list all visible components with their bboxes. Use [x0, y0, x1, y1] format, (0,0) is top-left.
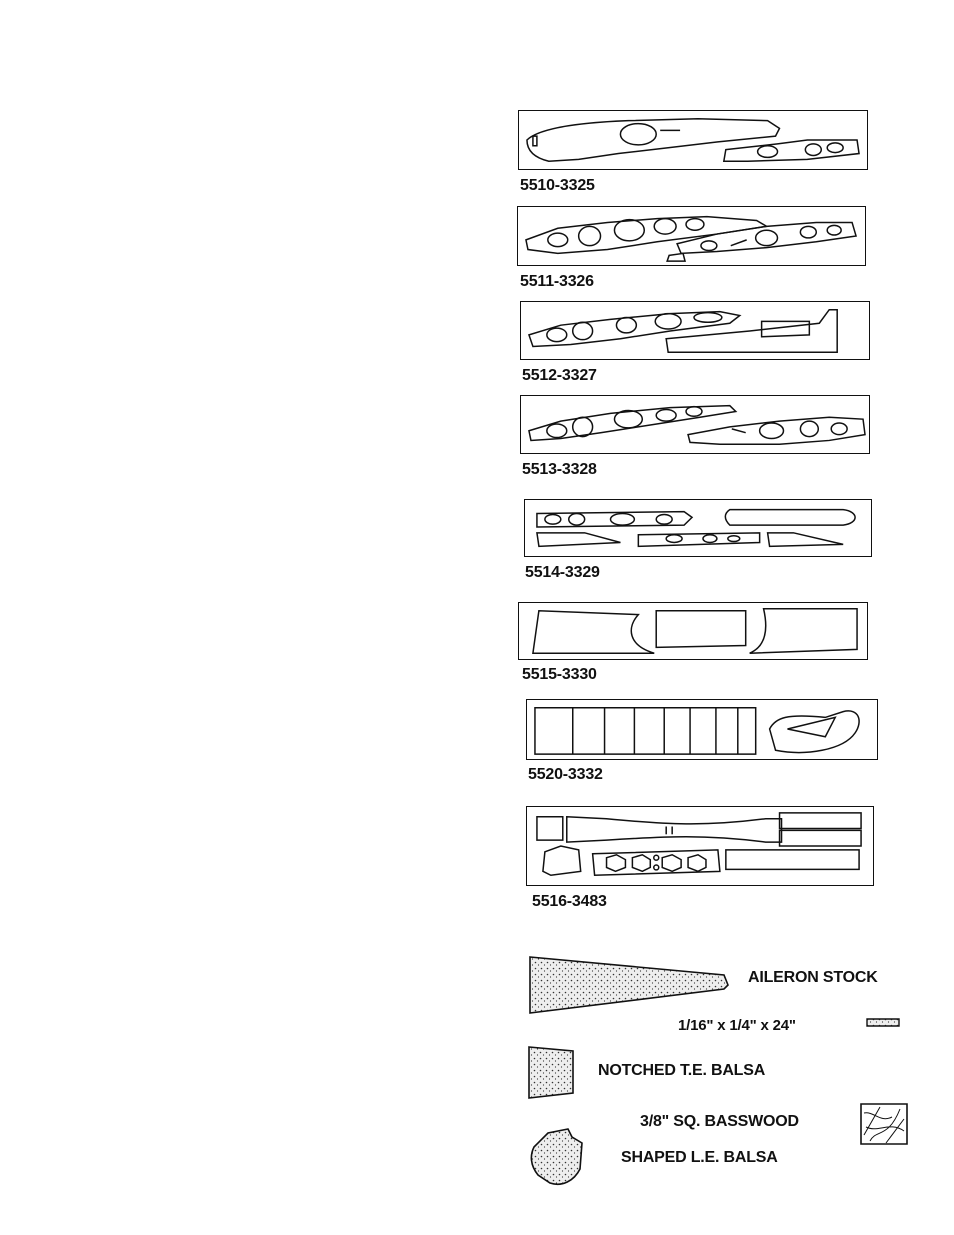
part-number: 5516-3483 — [532, 893, 607, 910]
shaped-le-balsa-label: SHAPED L.E. BALSA — [621, 1149, 778, 1166]
die-cut-sheet-5512 — [520, 301, 870, 360]
die-cut-sheet-5513 — [520, 395, 870, 454]
part-number: 5515-3330 — [522, 666, 597, 683]
part-number: 5514-3329 — [525, 564, 600, 581]
aileron-stock-illustration — [528, 955, 733, 1017]
sheeting-outline-drawing — [527, 700, 877, 759]
part-number: 5513-3328 — [522, 461, 597, 478]
part-number: 5510-3325 — [520, 177, 595, 194]
rib-outline-drawing — [519, 111, 867, 169]
die-cut-sheet-5511 — [517, 206, 866, 266]
part-number: 5512-3327 — [522, 367, 597, 384]
notched-te-balsa-label: NOTCHED T.E. BALSA — [598, 1062, 766, 1079]
die-cut-sheet-5510 — [518, 110, 868, 170]
fuselage-parts-outline-drawing — [527, 807, 873, 885]
basswood-label: 3/8" SQ. BASSWOOD — [640, 1113, 799, 1130]
die-cut-sheet-5516 — [526, 806, 874, 886]
strip-size-label: 1/16" x 1/4" x 24" — [678, 1017, 796, 1034]
die-cut-sheet-5520 — [526, 699, 878, 760]
part-number: 5511-3326 — [520, 273, 594, 290]
basswood-illustration — [860, 1103, 908, 1145]
aileron-stock-label: AILERON STOCK — [748, 969, 878, 986]
die-cut-sheet-5515 — [518, 602, 868, 660]
part-number: 5520-3332 — [528, 766, 603, 783]
rib-outline-drawing — [525, 500, 871, 556]
strip-stock-illustration — [866, 1018, 900, 1028]
die-cut-sheet-5514 — [524, 499, 872, 557]
rib-outline-drawing — [521, 302, 869, 359]
wing-tip-outline-drawing — [519, 603, 867, 659]
rib-outline-drawing — [521, 396, 869, 453]
notched-te-balsa-illustration — [527, 1045, 575, 1100]
shaped-le-balsa-illustration — [528, 1125, 588, 1191]
rib-outline-drawing — [518, 207, 865, 265]
